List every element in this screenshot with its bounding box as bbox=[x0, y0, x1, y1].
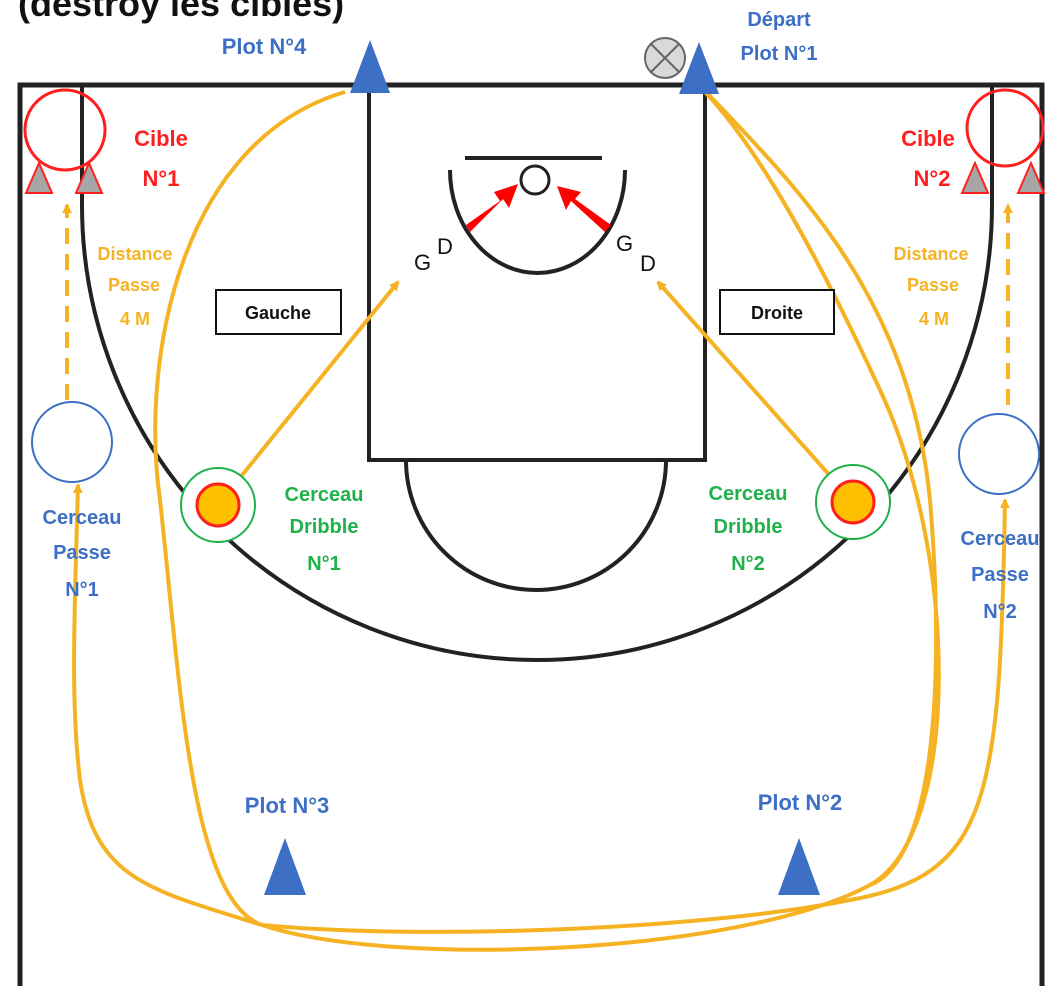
letter-g-right: G bbox=[616, 231, 633, 256]
target-right-line1: Cible bbox=[901, 126, 955, 151]
path-plot1-right bbox=[706, 92, 939, 887]
pass-right-line1: Cerceau bbox=[961, 528, 1040, 550]
dribble-ball-left-icon bbox=[195, 482, 241, 528]
plot1-label: Plot N°1 bbox=[741, 43, 818, 65]
distance-right-line3: 4 M bbox=[919, 309, 949, 329]
path-dribble1-to-key bbox=[220, 280, 400, 502]
cone-plot4-icon bbox=[350, 40, 390, 93]
target-right-cone-b-icon bbox=[1016, 160, 1046, 194]
pass-left-line1: Cerceau bbox=[43, 507, 122, 529]
free-throw-circle bbox=[404, 459, 668, 592]
distance-right-line2: Passe bbox=[907, 275, 959, 295]
restricted-arc bbox=[448, 169, 627, 275]
dribble-right-line3: N°2 bbox=[731, 553, 765, 575]
pass-hoop-left-icon bbox=[31, 401, 113, 483]
box-right-label: Droite bbox=[751, 303, 803, 323]
header-fragment: (destroy les cibles) bbox=[18, 0, 344, 24]
plot3-label: Plot N°3 bbox=[245, 793, 330, 818]
dribble-hoop-right bbox=[815, 464, 891, 540]
target-left-cone-a-icon bbox=[24, 160, 54, 194]
distance-right-line1: Distance bbox=[893, 244, 968, 264]
dribble-left-line3: N°1 bbox=[307, 553, 341, 575]
letter-d-right: D bbox=[640, 251, 656, 276]
shot-arrows bbox=[466, 184, 611, 232]
plot2-label: Plot N°2 bbox=[758, 790, 843, 815]
dribble-ball-right-icon bbox=[830, 479, 876, 525]
target-right-circle-icon bbox=[965, 88, 1045, 168]
letter-d-left: D bbox=[437, 234, 453, 259]
target-left bbox=[23, 88, 107, 194]
pass-right-line3: N°2 bbox=[983, 601, 1017, 623]
rim bbox=[519, 164, 551, 196]
three-point-line bbox=[80, 85, 994, 662]
path-to-pass-left bbox=[72, 483, 263, 927]
movement-paths bbox=[62, 90, 1013, 952]
pass-hoop-right-icon bbox=[958, 413, 1040, 495]
pass-right-line2: Passe bbox=[971, 564, 1029, 586]
shot-arrow-right-icon bbox=[557, 186, 611, 232]
target-right-line2: N°2 bbox=[914, 166, 951, 191]
cones bbox=[264, 40, 820, 895]
shot-arrow-left-icon bbox=[466, 184, 518, 232]
court bbox=[17, 82, 1045, 986]
box-left bbox=[215, 289, 342, 335]
path-plot4-loop bbox=[153, 90, 941, 952]
cone-plot3-icon bbox=[264, 838, 306, 895]
dribble-right-line1: Cerceau bbox=[709, 483, 788, 505]
court-boundary bbox=[17, 82, 1045, 986]
letter-g-left: G bbox=[414, 250, 431, 275]
distance-left-line3: 4 M bbox=[120, 309, 150, 329]
target-left-line1: Cible bbox=[134, 126, 188, 151]
target-right bbox=[960, 88, 1046, 194]
plot4-label: Plot N°4 bbox=[222, 34, 307, 59]
box-right bbox=[719, 289, 835, 335]
box-left-label: Gauche bbox=[245, 303, 311, 323]
pass-left-line3: N°1 bbox=[65, 579, 99, 601]
target-right-cone-a-icon bbox=[960, 160, 990, 194]
depart-label: Départ bbox=[747, 9, 811, 31]
target-left-line2: N°1 bbox=[143, 166, 180, 191]
cone-plot2-icon bbox=[778, 838, 820, 895]
dribble-left-line2: Dribble bbox=[290, 516, 359, 538]
dribble-hoop-left bbox=[180, 467, 256, 543]
path-dribble2-to-key bbox=[656, 280, 850, 498]
start-ball-icon bbox=[644, 37, 686, 79]
target-left-cone-b-icon bbox=[74, 160, 104, 194]
dribble-right-line2: Dribble bbox=[714, 516, 783, 538]
cone-plot1-icon bbox=[679, 42, 719, 94]
key bbox=[367, 83, 707, 462]
dribble-left-line1: Cerceau bbox=[285, 484, 364, 506]
distance-left-line2: Passe bbox=[108, 275, 160, 295]
path-to-pass-right bbox=[261, 498, 1010, 934]
pass-left-line2: Passe bbox=[53, 542, 111, 564]
target-left-circle-icon bbox=[23, 88, 107, 172]
distance-left-line1: Distance bbox=[97, 244, 172, 264]
